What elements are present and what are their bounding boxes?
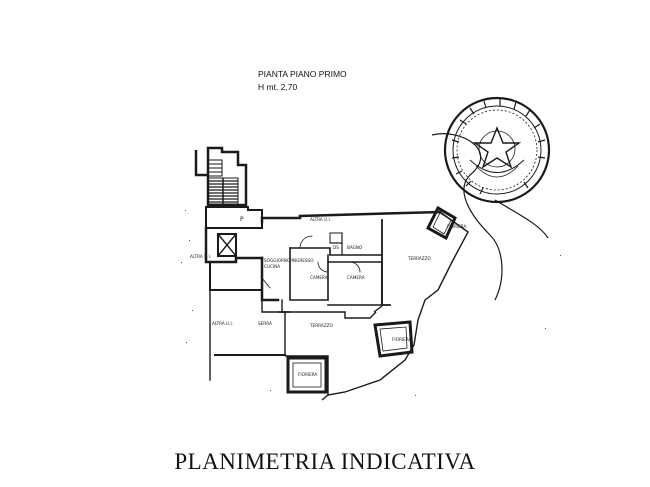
terrace-outline [261,211,469,401]
lift-shaft: P [205,206,263,257]
planter-top [426,205,457,241]
label-altra-top: ALTRA U.I. [310,217,331,222]
scan-noise [181,210,561,396]
label-camera-2: CAMERA [347,275,365,280]
planter-middle [373,320,414,358]
label-ds: DS [333,245,339,250]
label-cucina: CUCINA [264,264,280,269]
official-stamp [431,96,551,301]
label-fioriera-3: FIORIERA [298,372,317,377]
stamp-emblem [469,126,525,178]
label-altra-bottom: ALTRA U.I. [212,321,233,326]
room-labels: ALTRA U.I. ALTRA U.I. ALTRA U.I. SOGGIOR… [190,217,466,377]
plan-caption: PLANIMETRIA INDICATIVA [174,449,476,474]
label-fioriera-2: FIORIERA [392,337,411,342]
ceiling-height: H mt. 2,70 [258,82,297,92]
label-camera-1: CAMERA [310,275,328,280]
label-fioriera-1: FIORIERA [447,224,466,229]
label-altra-left: ALTRA U.I. [190,254,211,259]
label-bagno: BAGNO [347,245,363,250]
stamp-rim-marks [451,99,546,195]
svg-text:P: P [240,216,244,223]
pen-stroke-2 [494,199,549,239]
label-serra: SERRA [258,321,272,326]
apartment-walls [204,210,442,381]
pen-stroke [431,133,503,301]
label-terrazzo-right: TERRAZZO [407,256,431,261]
label-ingresso: SOGGIORNO/INGRESSO [264,258,314,263]
planter-bottom [286,356,328,394]
label-terrazzo-bottom: TERRAZZO [309,323,333,328]
plan-title: PIANTA PIANO PRIMO [258,69,347,79]
staircase [194,146,248,207]
